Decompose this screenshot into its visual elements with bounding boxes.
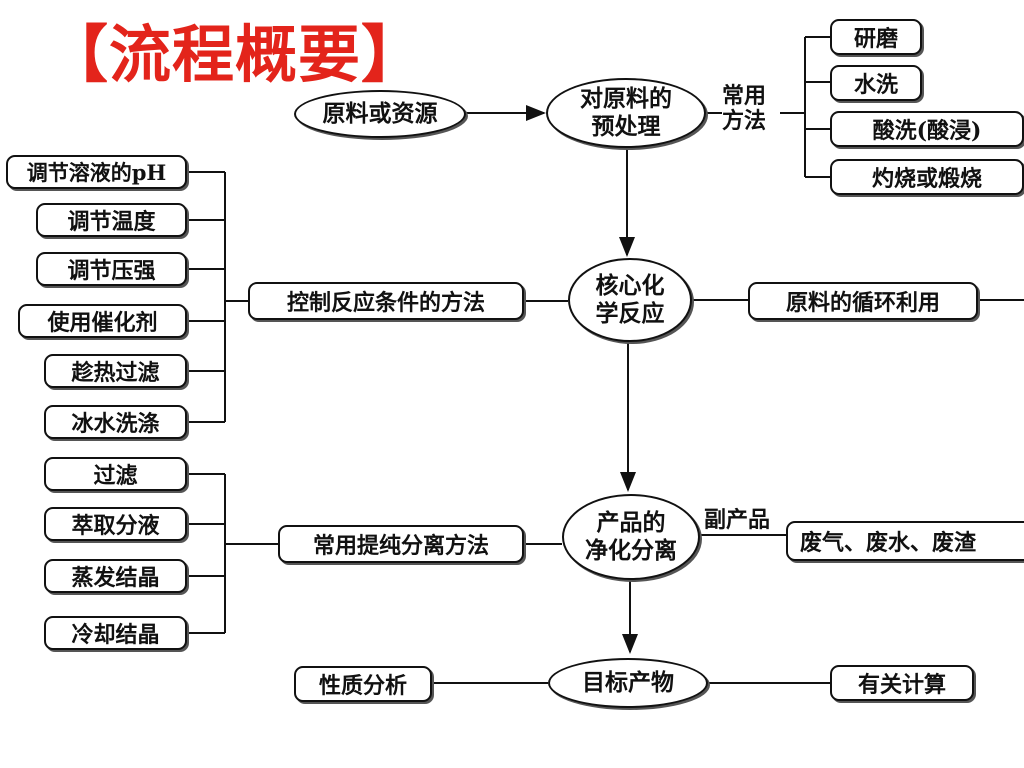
byproduct-label: 副产品 — [704, 507, 771, 533]
separation-methods-box: 常用提纯分离方法 — [278, 525, 524, 563]
calculation-label: 有关计算 — [857, 672, 946, 698]
pre-method-label: 酸洗(酸浸) — [872, 118, 982, 144]
pretreatment-label-line1: 对原料的 — [580, 85, 672, 113]
condition-adjust-pressure: 调节压强 — [36, 252, 187, 286]
pre-method-calcination: 灼烧或煅烧 — [830, 159, 1024, 195]
purification-line1: 产品的 — [596, 509, 666, 537]
core-reaction-line1: 核心化 — [595, 272, 665, 300]
condition-adjust-temperature: 调节温度 — [36, 203, 187, 237]
separation-label: 过滤 — [93, 463, 138, 489]
target-product-node: 目标产物 — [548, 658, 708, 708]
condition-label: 使用催化剂 — [47, 310, 158, 336]
condition-label: 冰水洗涤 — [71, 411, 160, 437]
pre-method-label: 灼烧或煅烧 — [871, 166, 982, 192]
condition-hot-filtration: 趁热过滤 — [44, 354, 187, 388]
separation-filtration: 过滤 — [44, 457, 187, 491]
pre-method-label: 研磨 — [853, 26, 898, 52]
pre-method-label: 水洗 — [853, 72, 898, 98]
control-conditions-box: 控制反应条件的方法 — [248, 282, 524, 320]
pre-method-water-wash: 水洗 — [830, 65, 922, 101]
wastes-label: 废气、废水、废渣 — [800, 530, 977, 556]
recycle-label: 原料的循环利用 — [785, 290, 940, 316]
separation-cooling-crystallization: 冷却结晶 — [44, 616, 187, 650]
separation-label: 冷却结晶 — [71, 622, 160, 648]
separation-methods-label: 常用提纯分离方法 — [312, 533, 489, 559]
condition-adjust-ph: 调节溶液的pH — [6, 155, 187, 189]
pretreatment-node: 对原料的 预处理 — [546, 78, 706, 148]
recycle-box: 原料的循环利用 — [748, 282, 978, 320]
calculation-box: 有关计算 — [830, 665, 974, 701]
condition-catalyst: 使用催化剂 — [18, 304, 187, 338]
page-title: 【流程概要】 — [46, 18, 425, 91]
condition-label: 调节压强 — [67, 258, 156, 284]
common-methods-label: 常用 方法 — [722, 83, 767, 135]
property-analysis-label: 性质分析 — [318, 673, 407, 699]
purification-node: 产品的 净化分离 — [562, 494, 700, 580]
pre-method-acid-wash: 酸洗(酸浸) — [830, 111, 1024, 147]
separation-evaporation-crystallization: 蒸发结晶 — [44, 559, 187, 593]
wastes-box: 废气、废水、废渣 — [786, 521, 1024, 561]
core-reaction-line2: 学反应 — [595, 300, 665, 327]
purification-line2: 净化分离 — [585, 537, 677, 564]
raw-material-label: 原料或资源 — [322, 100, 438, 128]
pre-method-grinding: 研磨 — [830, 19, 922, 55]
condition-label: 趁热过滤 — [71, 360, 160, 386]
condition-label: 调节溶液的pH — [26, 160, 167, 185]
property-analysis-box: 性质分析 — [294, 666, 432, 702]
separation-label: 蒸发结晶 — [71, 565, 160, 591]
condition-label: 调节温度 — [67, 209, 156, 235]
common-methods-line1: 常用 — [722, 83, 767, 109]
separation-extraction: 萃取分液 — [44, 507, 187, 541]
common-methods-line2: 方法 — [722, 108, 767, 135]
condition-ice-water-wash: 冰水洗涤 — [44, 405, 187, 439]
control-conditions-label: 控制反应条件的方法 — [286, 290, 485, 316]
separation-label: 萃取分液 — [71, 513, 160, 539]
pretreatment-label-line2: 预处理 — [591, 113, 661, 140]
target-product-label: 目标产物 — [582, 669, 674, 697]
core-reaction-node: 核心化 学反应 — [568, 258, 692, 342]
raw-material-node: 原料或资源 — [294, 90, 466, 138]
